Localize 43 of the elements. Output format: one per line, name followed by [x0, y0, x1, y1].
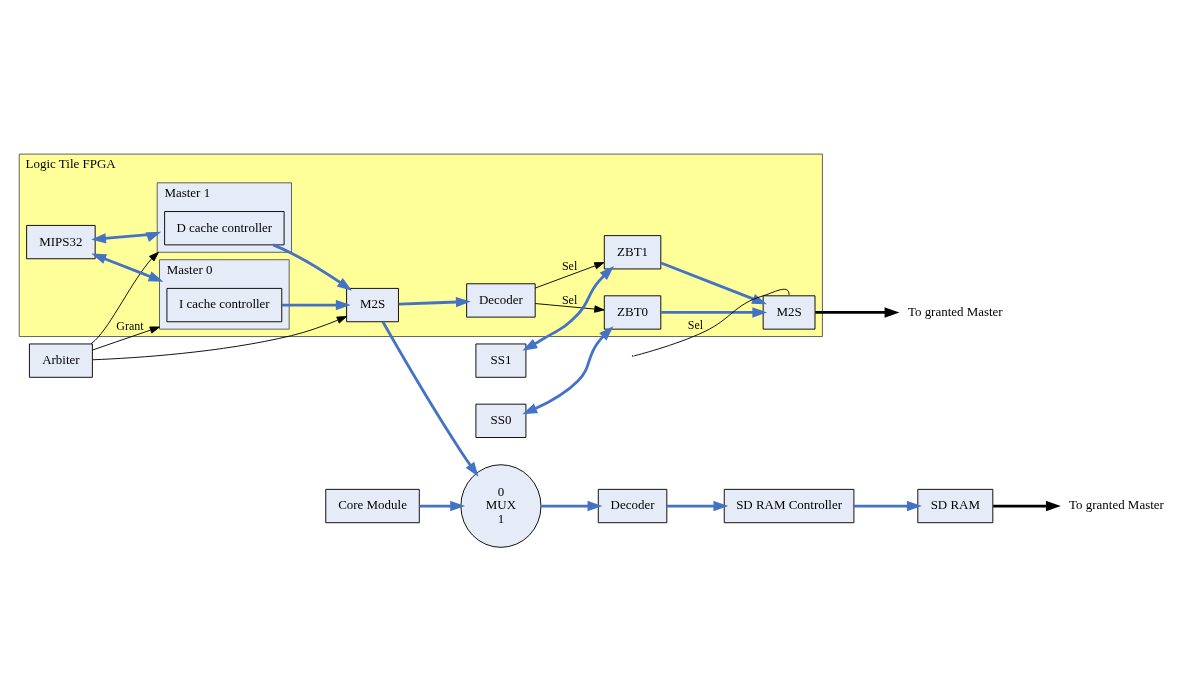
arrow [92, 326, 160, 351]
arrow [815, 307, 900, 318]
arrow [854, 500, 922, 512]
edge-label: Sel [561, 292, 578, 307]
arrow [993, 500, 1061, 512]
node-box: SD RAM Controller [723, 488, 855, 524]
arrow [534, 262, 605, 289]
node-box: M2S [346, 287, 399, 323]
arrow [281, 299, 351, 311]
arrow [541, 500, 603, 512]
node-text: To granted Master [1069, 497, 1164, 513]
node-box: I cache controller [166, 287, 283, 323]
node-box: Core Module [325, 488, 420, 524]
arrow [91, 253, 164, 282]
arrow [398, 296, 471, 308]
arrow [522, 326, 614, 415]
edge-label: Sel [687, 317, 704, 332]
node-box: M2S [762, 295, 816, 330]
node-circle: 0 MUX 1 [460, 464, 542, 548]
node-text: To granted Master [907, 303, 1003, 319]
arrow [381, 321, 479, 477]
edge-label: Sel [561, 259, 578, 274]
arrow [661, 307, 768, 318]
arrow [660, 261, 767, 305]
node-box: Arbiter [28, 343, 93, 378]
node-box: SS1 [475, 343, 527, 378]
arrow [667, 500, 729, 512]
edge-label: Grant [116, 319, 144, 334]
arrow [272, 243, 353, 291]
node-box: SD RAM [917, 488, 994, 524]
arrow [90, 251, 159, 345]
node-box: ZBT0 [603, 295, 662, 330]
arrow [92, 316, 347, 361]
arrow [522, 266, 615, 351]
node-box: Decoder [597, 488, 668, 524]
node-box: D cache controller [164, 211, 285, 246]
arrow [91, 231, 162, 244]
arrow [534, 303, 605, 313]
node-box: MIPS32 [26, 224, 96, 260]
arrow [419, 500, 466, 512]
node-box: Decoder [466, 283, 536, 318]
node-box: ZBT1 [603, 235, 662, 270]
node-box: SS0 [475, 403, 527, 438]
